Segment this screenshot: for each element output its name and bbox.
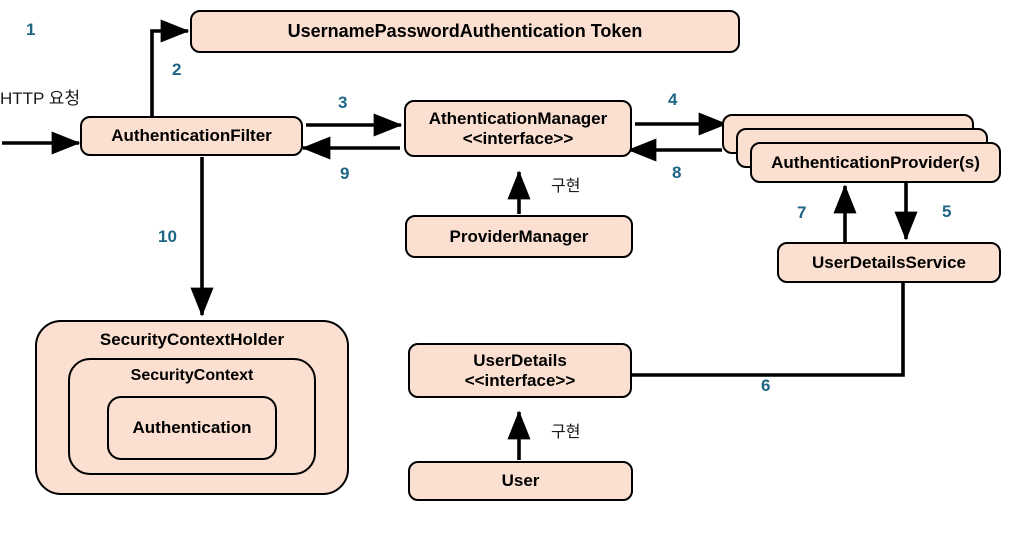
node-label: SecurityContextHolder — [99, 330, 285, 349]
node-user-details-service[interactable]: UserDetailsService — [777, 242, 1001, 283]
node-label: UsernamePasswordAuthentication Token — [287, 21, 643, 42]
step-number-3: 3 — [338, 93, 348, 112]
node-label: SecurityContext — [130, 367, 254, 384]
node-label: AuthenticationProvider(s) — [771, 152, 980, 172]
step-number-7: 7 — [797, 203, 807, 222]
node-authentication[interactable]: Authentication — [107, 396, 277, 460]
step-number-2: 2 — [172, 60, 182, 79]
edge-6-user-details-service-to-user-details — [632, 283, 905, 377]
node-stereotype: <<interface>> — [464, 370, 576, 390]
step-number-1: 1 — [26, 20, 36, 39]
node-label: AthenticationManager — [428, 108, 608, 128]
node-label: User — [501, 471, 540, 491]
node-authentication-filter[interactable]: AuthenticationFilter — [80, 116, 303, 156]
node-stereotype: <<interface>> — [462, 128, 574, 148]
step-number-6: 6 — [761, 376, 771, 395]
label-http-request: HTTP 요청 — [0, 89, 81, 108]
label-implements-user: 구현 — [551, 424, 581, 441]
edge-2-filter-to-token — [150, 19, 190, 116]
step-number-10: 10 — [158, 227, 177, 246]
label-implements-manager: 구현 — [551, 178, 581, 195]
step-number-4: 4 — [668, 90, 678, 109]
node-label: UserDetailsService — [811, 252, 967, 272]
node-authentication-manager[interactable]: AthenticationManager <<interface>> — [404, 100, 632, 157]
node-user-details[interactable]: UserDetails <<interface>> — [408, 343, 632, 398]
node-label: AuthenticationFilter — [111, 126, 272, 146]
node-user[interactable]: User — [408, 461, 633, 501]
step-number-5: 5 — [942, 202, 952, 221]
node-label: ProviderManager — [449, 226, 589, 246]
node-authentication-provider[interactable]: AuthenticationProvider(s) — [750, 142, 1001, 183]
step-number-9: 9 — [340, 164, 350, 183]
node-username-password-authentication-token[interactable]: UsernamePasswordAuthentication Token — [190, 10, 740, 53]
node-provider-manager[interactable]: ProviderManager — [405, 215, 633, 258]
step-number-8: 8 — [672, 163, 682, 182]
node-label: UserDetails — [473, 350, 567, 370]
node-label: Authentication — [132, 418, 252, 438]
